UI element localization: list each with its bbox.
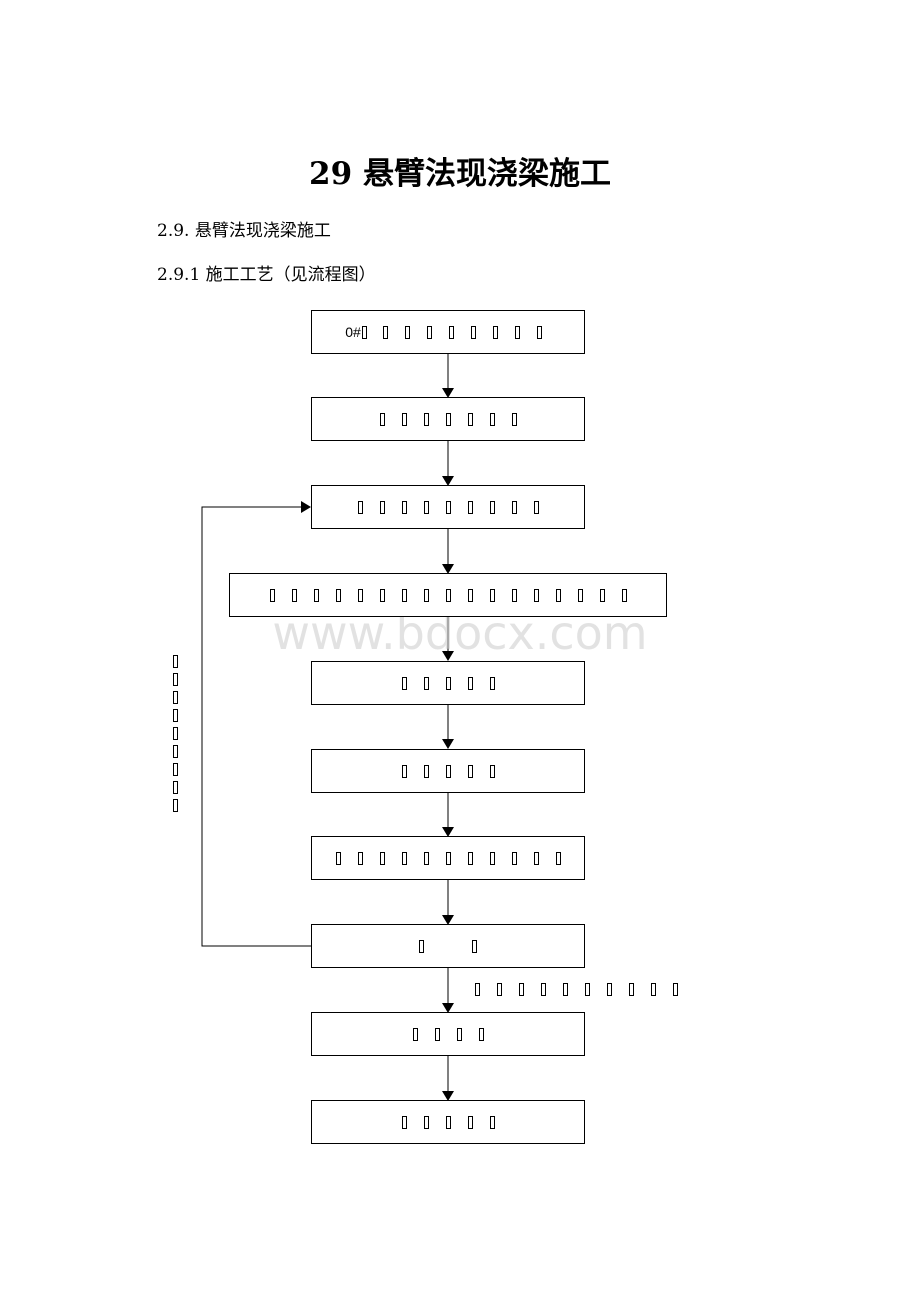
page-title: 29 悬臂法现浇梁施工 xyxy=(309,156,611,192)
flow-box-10 xyxy=(311,1100,585,1144)
flow-box-4 xyxy=(229,573,667,617)
flow-box-9 xyxy=(311,1012,585,1056)
box-1-prefix: 0# xyxy=(345,324,375,340)
flow-box-1: 0# xyxy=(311,310,585,354)
flow-box-6 xyxy=(311,749,585,793)
flow-box-2 xyxy=(311,397,585,441)
loop-back-line xyxy=(201,501,311,947)
flow-box-7 xyxy=(311,836,585,880)
flow-box-3 xyxy=(311,485,585,529)
flow-box-8 xyxy=(311,924,585,968)
side-note xyxy=(466,983,686,996)
flow-box-5 xyxy=(311,661,585,705)
subsection-heading: 2.9.1 施工工艺（见流程图） xyxy=(157,265,376,285)
loop-label xyxy=(173,652,178,814)
section-heading: 2.9. 悬臂法现浇梁施工 xyxy=(157,221,331,241)
